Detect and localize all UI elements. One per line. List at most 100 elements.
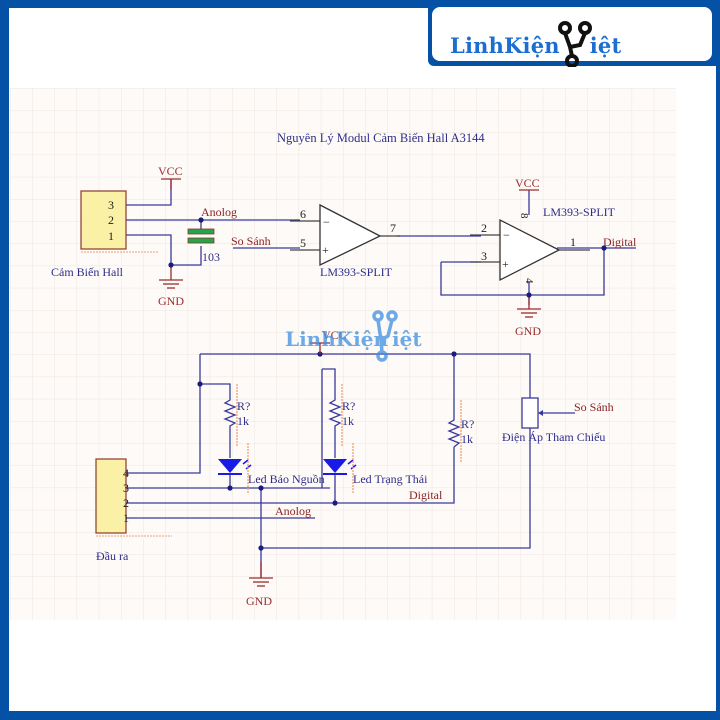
potentiometer: Điện Áp Tham Chiếu [502,397,605,444]
logo-banner: LinhKiện iệt [428,4,720,68]
sensor-connector-body [80,190,127,250]
resistor-1-value: 1k [237,414,249,428]
comp1-triangle [319,203,382,267]
net-label-anolog: Anolog [201,205,237,219]
comp1-name: LM393-SPLIT [320,265,393,279]
output-pin-2: 2 [123,496,129,510]
gnd-label-comp2: GND [515,324,541,338]
wire-r2-top [322,368,336,393]
output-connector-body [95,458,127,534]
junction-led2 [332,500,338,506]
capacitor: 103 [187,228,220,264]
junction-r3-vcc [451,351,457,357]
logo-inner: LinhKiện iệt [432,7,712,68]
sensor-connector-label: Cảm Biến Hall [51,265,124,279]
junction-digital [601,245,607,251]
net-label-digital-top: Digital [603,235,637,249]
junction-led1 [227,485,233,491]
comp1-pin5-label: 5 [300,236,306,250]
watermark-text: LinhKiện [285,327,388,351]
sensor-pin-3: 3 [108,198,114,212]
resistor-2-ref: R? [342,399,355,413]
gnd-symbol-bottom [249,562,273,587]
resistor-3-value: 1k [461,432,473,446]
watermark-logo: LinhKiện iệt [285,310,422,362]
vcc-label-comp2: VCC [515,176,540,190]
resistor-3: R? 1k [447,398,474,462]
wire-pin4-vcc [126,354,201,474]
net-label-so-sanh-bottom: So Sánh [574,400,614,414]
wire-vcc-rail [200,353,531,398]
net-label-so-sanh: So Sánh [231,234,271,248]
potentiometer-body [521,397,539,429]
comp1-pin6-label: 6 [300,207,306,221]
resistor-1: R? 1k [223,384,250,447]
vcc-label-bottom: VCC [322,328,347,342]
resistor-3-zigzag [447,398,461,448]
comparator-2: 2 3 1 − + 8 4 LM393-SPLIT [470,205,616,284]
comp2-minus: − [503,228,510,242]
potentiometer-label: Điện Áp Tham Chiếu [502,430,605,444]
watermark-v-icon [372,310,398,362]
comp1-minus: − [323,215,330,229]
resistor-1-ref: R? [237,399,250,413]
logo-text: LinhKiện [450,33,560,58]
net-label-digital-bottom: Digital [409,488,443,502]
bottom-wires [126,353,575,577]
capacitor-plate-1 [187,228,215,235]
output-pin-4: 4 [123,466,129,480]
wire-cap-gnd [171,246,202,266]
comp2-pin1-label: 1 [570,235,576,249]
comp2-pin3-label: 3 [481,249,487,263]
wire-pot-gnd [261,427,531,549]
junction-gnd-sensor [168,262,174,268]
comparator-1: 6 5 7 − + LM393-SPLIT [290,203,400,279]
potentiometer-wiper-icon [538,410,543,416]
resistor-2: R? 1k [328,384,355,447]
resistor-2-value: 1k [342,414,354,428]
output-pin-3: 3 [123,481,129,495]
junction-pot-gnd [258,545,264,551]
comp2-pin4-label: 4 [523,278,535,284]
led-2: Led Trạng Thái [323,443,428,493]
wire-pin2-digital [126,447,455,504]
watermark-text-suffix: iệt [392,327,422,351]
logo-text-suffix: iệt [589,33,622,58]
capacitor-value: 103 [202,250,220,264]
output-connector: 4 3 2 1 Đầu ra [95,458,172,563]
output-connector-label: Đầu ra [96,549,129,563]
comp2-triangle [499,218,561,282]
comp2-pin8-label: 8 [518,213,530,219]
led-1-triangle [218,459,242,473]
capacitor-plate-2 [187,237,215,244]
brand-logo: LinhKiện iệt [450,21,622,68]
comp1-plus: + [322,243,329,257]
wire-r1-top [200,383,231,393]
net-label-anolog-bottom: Anolog [275,504,311,518]
output-pin-1: 1 [123,511,129,525]
junction-anolog [198,217,204,223]
led-1: Led Báo Nguồn [218,443,325,493]
comp2-name: LM393-SPLIT [543,205,616,219]
schematic-sheet: Nguyên Lý Modul Cảm Biến Hall A3144 3 2 … [10,88,676,620]
resistor-1-zigzag [223,393,237,432]
led-2-triangle [323,459,347,473]
vcc-symbol-bottom: VCC [310,328,347,354]
circuit-v-logo-icon [557,21,592,68]
comp2-pin2-label: 2 [481,221,487,235]
sensor-pin-1: 1 [108,229,114,243]
gnd-label-bottom: GND [246,594,272,608]
resistor-3-ref: R? [461,417,474,431]
schematic-title: Nguyên Lý Modul Cảm Biến Hall A3144 [277,131,485,145]
gnd-symbol-comp2 [517,295,541,318]
junction-comp2-gnd [526,292,532,298]
led-1-label: Led Báo Nguồn [248,472,325,486]
junction-r1 [197,381,203,387]
sensor-pin-2: 2 [108,213,114,227]
led-2-label: Led Trạng Thái [353,472,428,486]
comp1-pin7-label: 7 [390,221,396,235]
vcc-label: VCC [158,164,183,178]
vcc-symbol-sensor: VCC [158,164,183,190]
wire-gnd-sensor [126,234,172,265]
comp2-plus: + [502,257,509,271]
